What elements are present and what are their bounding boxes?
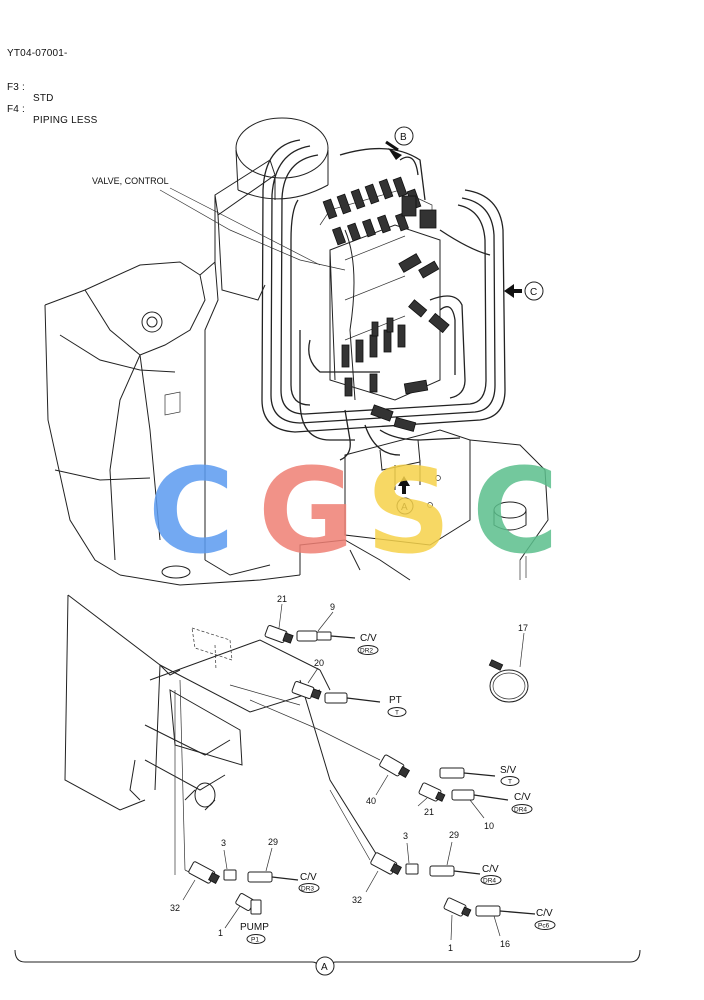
fitting-32-left: [182, 861, 220, 901]
watermark-letter-c2: C: [472, 442, 559, 580]
dest-sv-tag: T: [508, 779, 512, 786]
callout-3-right: 3: [403, 831, 408, 841]
dest-cv-dr4-upper: C/V: [514, 792, 531, 803]
callout-21-middle: 21: [424, 807, 434, 817]
hose-sv: [439, 767, 496, 779]
dest-cv-dr4-lower-tag: DR4: [483, 878, 496, 885]
callout-32-left: 32: [170, 903, 180, 913]
callout-29-right: 29: [449, 830, 459, 840]
dest-cv-pc6: C/V: [536, 908, 553, 919]
callout-40: 40: [366, 796, 376, 806]
fitting-1-right: [443, 897, 472, 941]
brace-view-a-label: A: [321, 962, 328, 973]
callout-32-right: 32: [352, 895, 362, 905]
view-a-arrow: A: [396, 476, 414, 515]
fitting-20: [291, 667, 381, 704]
view-a-brace: A: [14, 949, 641, 976]
callout-29-left: 29: [268, 837, 278, 847]
valve-control-title: VALVE, CONTROL: [92, 176, 169, 186]
fitting-3-right: [405, 842, 419, 875]
lower-exploded-view: 21 9 20 17 40 21 10 3 29 32 1 3 29 32 1 …: [64, 594, 556, 953]
view-c-arrow: C: [504, 281, 544, 301]
control-valve-block: [319, 176, 450, 432]
callout-1-left: 1: [218, 928, 223, 938]
f4-key: F4 :: [7, 104, 26, 115]
fitting-3-left: [223, 849, 237, 881]
fitting-21-middle: [417, 782, 446, 807]
leader-lines: [184, 684, 381, 876]
title-leader: [169, 187, 321, 266]
upper-spools: [322, 176, 422, 246]
hose-29-right: [429, 841, 481, 877]
watermark-cgsc: C G S C: [148, 442, 559, 580]
upper-assembly-view: VALVE, CONTROL B C A: [44, 117, 549, 586]
watermark-letter-g: G: [258, 442, 355, 580]
callout-20: 20: [314, 658, 324, 668]
hose-29-left: [247, 847, 299, 883]
f4-value: PIPING LESS: [33, 115, 98, 126]
valve-mount-base: [344, 429, 549, 580]
dest-pump-tag: P1: [251, 937, 259, 944]
callout-21-top: 21: [277, 594, 287, 604]
view-b-arrow: B: [385, 126, 414, 160]
lower-spools: [341, 317, 406, 397]
tank-body: [159, 117, 346, 301]
side-fittings: [370, 195, 450, 432]
callout-16: 16: [500, 939, 510, 949]
callout-3-left: 3: [221, 838, 226, 848]
hose-10: [451, 789, 509, 819]
view-a-label: A: [401, 502, 408, 513]
f3-value: STD: [33, 93, 54, 104]
f3-key: F3 :: [7, 82, 26, 93]
destination-labels: C/V DR2 PT T S/V T C/V DR4 C/V DR3 PUMP …: [240, 633, 556, 944]
dest-cv-dr4-lower: C/V: [482, 864, 499, 875]
dest-cv-dr3-tag: DR3: [301, 886, 314, 893]
dest-cv-pc6-tag: Pc6: [538, 923, 550, 930]
fitting-40: [375, 754, 411, 796]
machine-frame: [44, 260, 411, 586]
callout-17: 17: [518, 623, 528, 633]
callout-numbers: 21 9 20 17 40 21 10 3 29 32 1 3 29 32 1 …: [170, 594, 528, 953]
pipe-loops: [261, 139, 506, 461]
dest-pt-tag: T: [395, 710, 399, 717]
callout-10: 10: [484, 821, 494, 831]
elbow-1-left: [224, 893, 262, 929]
dest-cv-dr2-tag: DR2: [360, 648, 373, 655]
fitting-32-right: [365, 852, 402, 893]
view-c-label: C: [530, 287, 537, 298]
watermark-letter-s: S: [366, 442, 451, 580]
clamp-17: [488, 632, 529, 703]
watermark-letter-c1: C: [148, 442, 235, 580]
hose-9: [296, 611, 356, 642]
view-b-label: B: [400, 132, 407, 143]
dest-cv-dr2: C/V: [360, 633, 377, 644]
callout-9: 9: [330, 602, 335, 612]
drawing-code: YT04-07001-: [7, 48, 68, 59]
fitting-21-top: [264, 603, 294, 644]
callout-1-right: 1: [448, 943, 453, 953]
dest-cv-dr3: C/V: [300, 872, 317, 883]
lower-frame: [64, 594, 381, 875]
dest-pump: PUMP: [240, 922, 269, 933]
dest-sv: S/V: [500, 765, 516, 776]
hose-16: [475, 905, 536, 937]
dest-cv-dr4-upper-tag: DR4: [514, 807, 527, 814]
dest-pt: PT: [389, 695, 402, 706]
